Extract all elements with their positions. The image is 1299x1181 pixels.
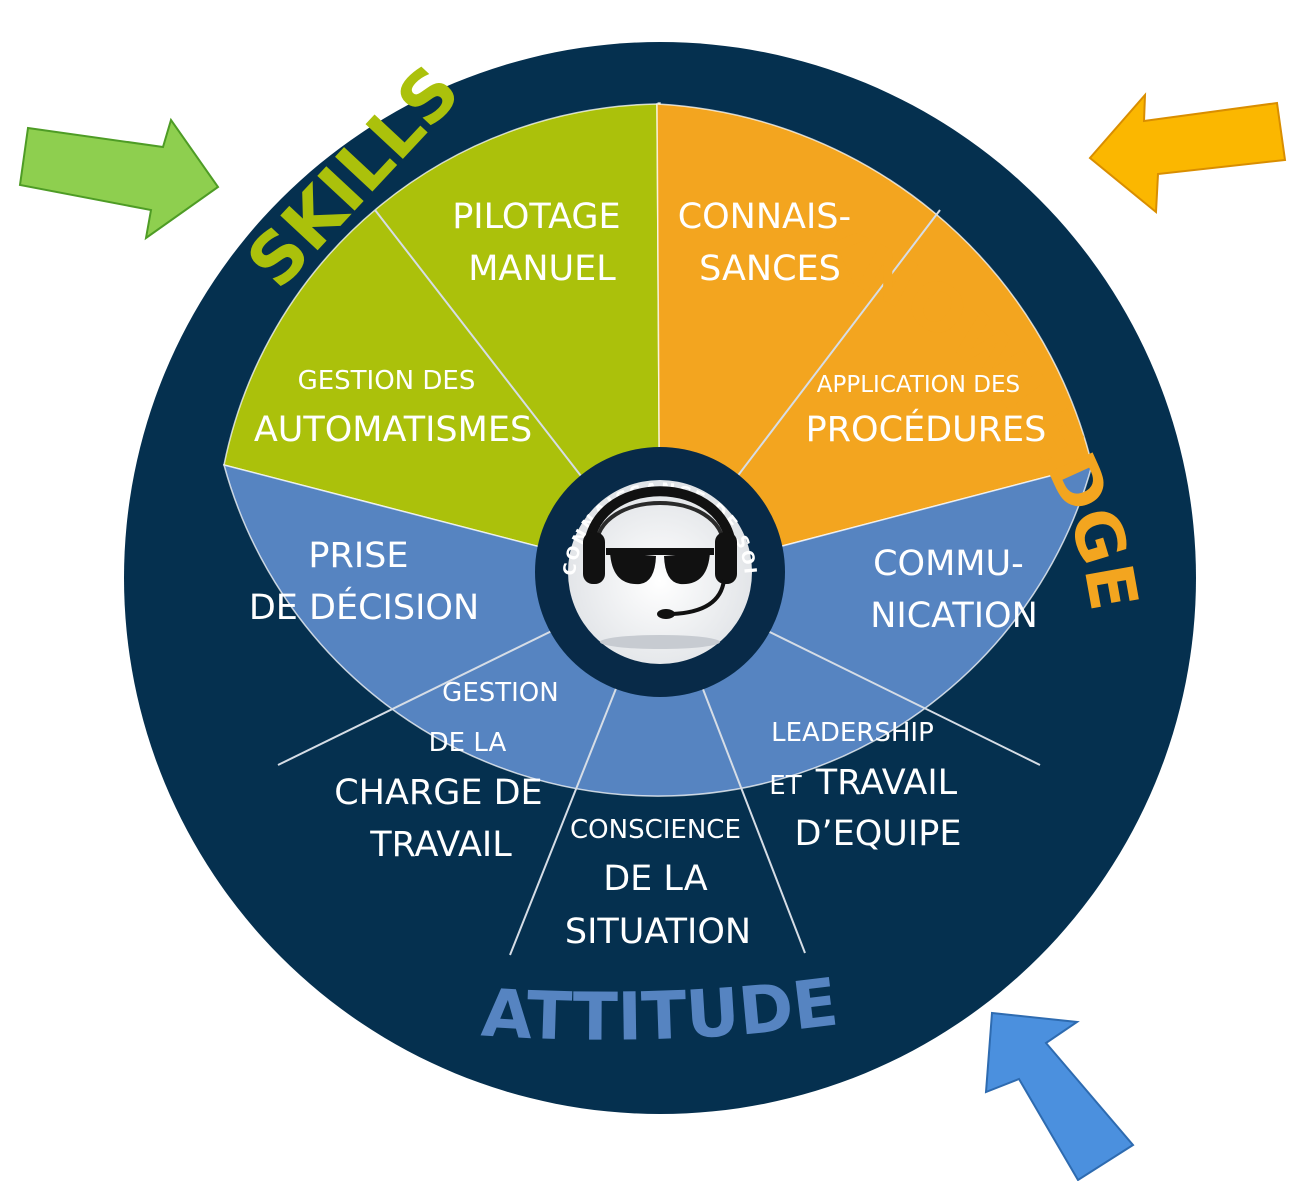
automatismes-label: GESTION DES AUTOMATISMES (254, 366, 532, 450)
segment-skills (223, 103, 661, 579)
skills-arrow-icon (18, 117, 220, 241)
decision-label: PRISE DE DÉCISION (249, 536, 479, 628)
leadership-label: LEADERSHIP ET TRAVAIL D’EQUIPE (769, 718, 962, 854)
conscience-label: CONSCIENCE DE LA SITUATION (565, 815, 751, 952)
knowledge-arrow-icon (1088, 92, 1287, 215)
attitude-label: ATTITUDE (479, 964, 842, 1056)
connaissances-label: CONNAIS- SANCES (678, 197, 863, 289)
charge-label: GESTION DE LA CHARGE DE TRAVAIL (334, 678, 564, 865)
center-face-disc (568, 480, 752, 664)
communication-label: COMMU- NICATION (870, 544, 1038, 636)
segment-knowledge (656, 103, 1093, 579)
pilotage-label: PILOTAGE MANUEL (452, 197, 632, 289)
procedures-label: APPLICATION DES PROCÉDURES (806, 372, 1047, 450)
attitude-arrow-icon (984, 1011, 1135, 1181)
pilot-headset-sunglasses-icon (583, 486, 737, 649)
